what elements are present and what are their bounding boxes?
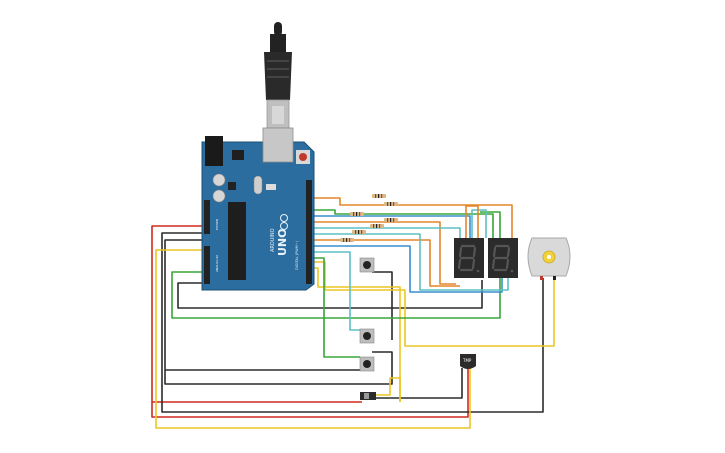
wire-yellow-top[interactable] bbox=[312, 267, 401, 402]
wire-black-bottom[interactable] bbox=[177, 280, 483, 309]
seven-segment-display-1[interactable] bbox=[454, 238, 484, 278]
wire-teal-btn[interactable] bbox=[312, 251, 360, 331]
wire-yellow-motor[interactable] bbox=[312, 261, 555, 347]
microcontroller-chip bbox=[228, 202, 246, 280]
power-label: POWER bbox=[215, 219, 219, 230]
resistor-3[interactable] bbox=[350, 212, 364, 216]
wire-teal-seg[interactable] bbox=[471, 209, 487, 238]
resistor-6[interactable] bbox=[352, 230, 366, 234]
wire-black-switch[interactable] bbox=[372, 368, 463, 399]
wire-green-btn[interactable] bbox=[312, 257, 360, 358]
board-brand: ARDUINO bbox=[270, 228, 276, 252]
resistor-7[interactable] bbox=[340, 238, 354, 242]
usb-cable-icon bbox=[264, 22, 292, 129]
wire-blue-2[interactable] bbox=[312, 245, 503, 293]
wire-teal-2[interactable] bbox=[312, 233, 509, 291]
digital-label: DIGITAL (PWM~) bbox=[295, 240, 299, 270]
wire-blue-1[interactable] bbox=[312, 215, 471, 238]
arduino-uno-board[interactable]: UNO ARDUINO DIGITAL (PWM~) ANALOG IN POW… bbox=[201, 127, 315, 291]
wire-black-gnd-1[interactable] bbox=[161, 232, 544, 413]
resistors bbox=[340, 194, 398, 242]
resistor-2[interactable] bbox=[384, 202, 398, 206]
dc-motor-icon[interactable] bbox=[527, 237, 571, 280]
wire-black-btn1[interactable] bbox=[372, 271, 393, 340]
seven-segment-display-2[interactable] bbox=[488, 238, 518, 278]
wire-green-seg[interactable] bbox=[312, 209, 494, 240]
wire-orange-1[interactable] bbox=[312, 197, 513, 242]
wires bbox=[151, 197, 555, 429]
temp-sensor-label: TMP bbox=[462, 358, 472, 363]
arduino-infinity-icon bbox=[280, 214, 288, 230]
pushbutton-icon bbox=[359, 257, 375, 372]
seven-segment-icon bbox=[454, 238, 518, 278]
resistor-1[interactable] bbox=[372, 194, 386, 198]
wire-black-gnd-3[interactable] bbox=[165, 365, 373, 371]
resistor-5[interactable] bbox=[370, 224, 384, 228]
board-logo: UNO bbox=[276, 229, 289, 257]
wire-green-analog[interactable] bbox=[171, 211, 501, 319]
wire-orange-3[interactable] bbox=[312, 239, 460, 287]
temperature-sensor[interactable]: TMP bbox=[460, 354, 476, 369]
wire-black-gnd-2[interactable] bbox=[164, 239, 393, 385]
usb-port bbox=[262, 127, 294, 163]
wire-orange-seg[interactable] bbox=[465, 205, 479, 238]
wire-orange-2[interactable] bbox=[312, 221, 456, 285]
resistor-4[interactable] bbox=[384, 218, 398, 222]
wire-yellow-analog[interactable] bbox=[155, 249, 471, 429]
dc-power-jack bbox=[205, 136, 223, 166]
pushbutton-2[interactable] bbox=[359, 328, 375, 344]
wire-teal-1[interactable] bbox=[312, 227, 461, 238]
pushbutton-1[interactable] bbox=[359, 257, 375, 273]
pushbutton-3[interactable] bbox=[359, 356, 375, 372]
analog-label: ANALOG IN bbox=[215, 255, 219, 272]
slide-switch[interactable] bbox=[360, 392, 376, 400]
wire-red-5v[interactable] bbox=[151, 225, 469, 418]
